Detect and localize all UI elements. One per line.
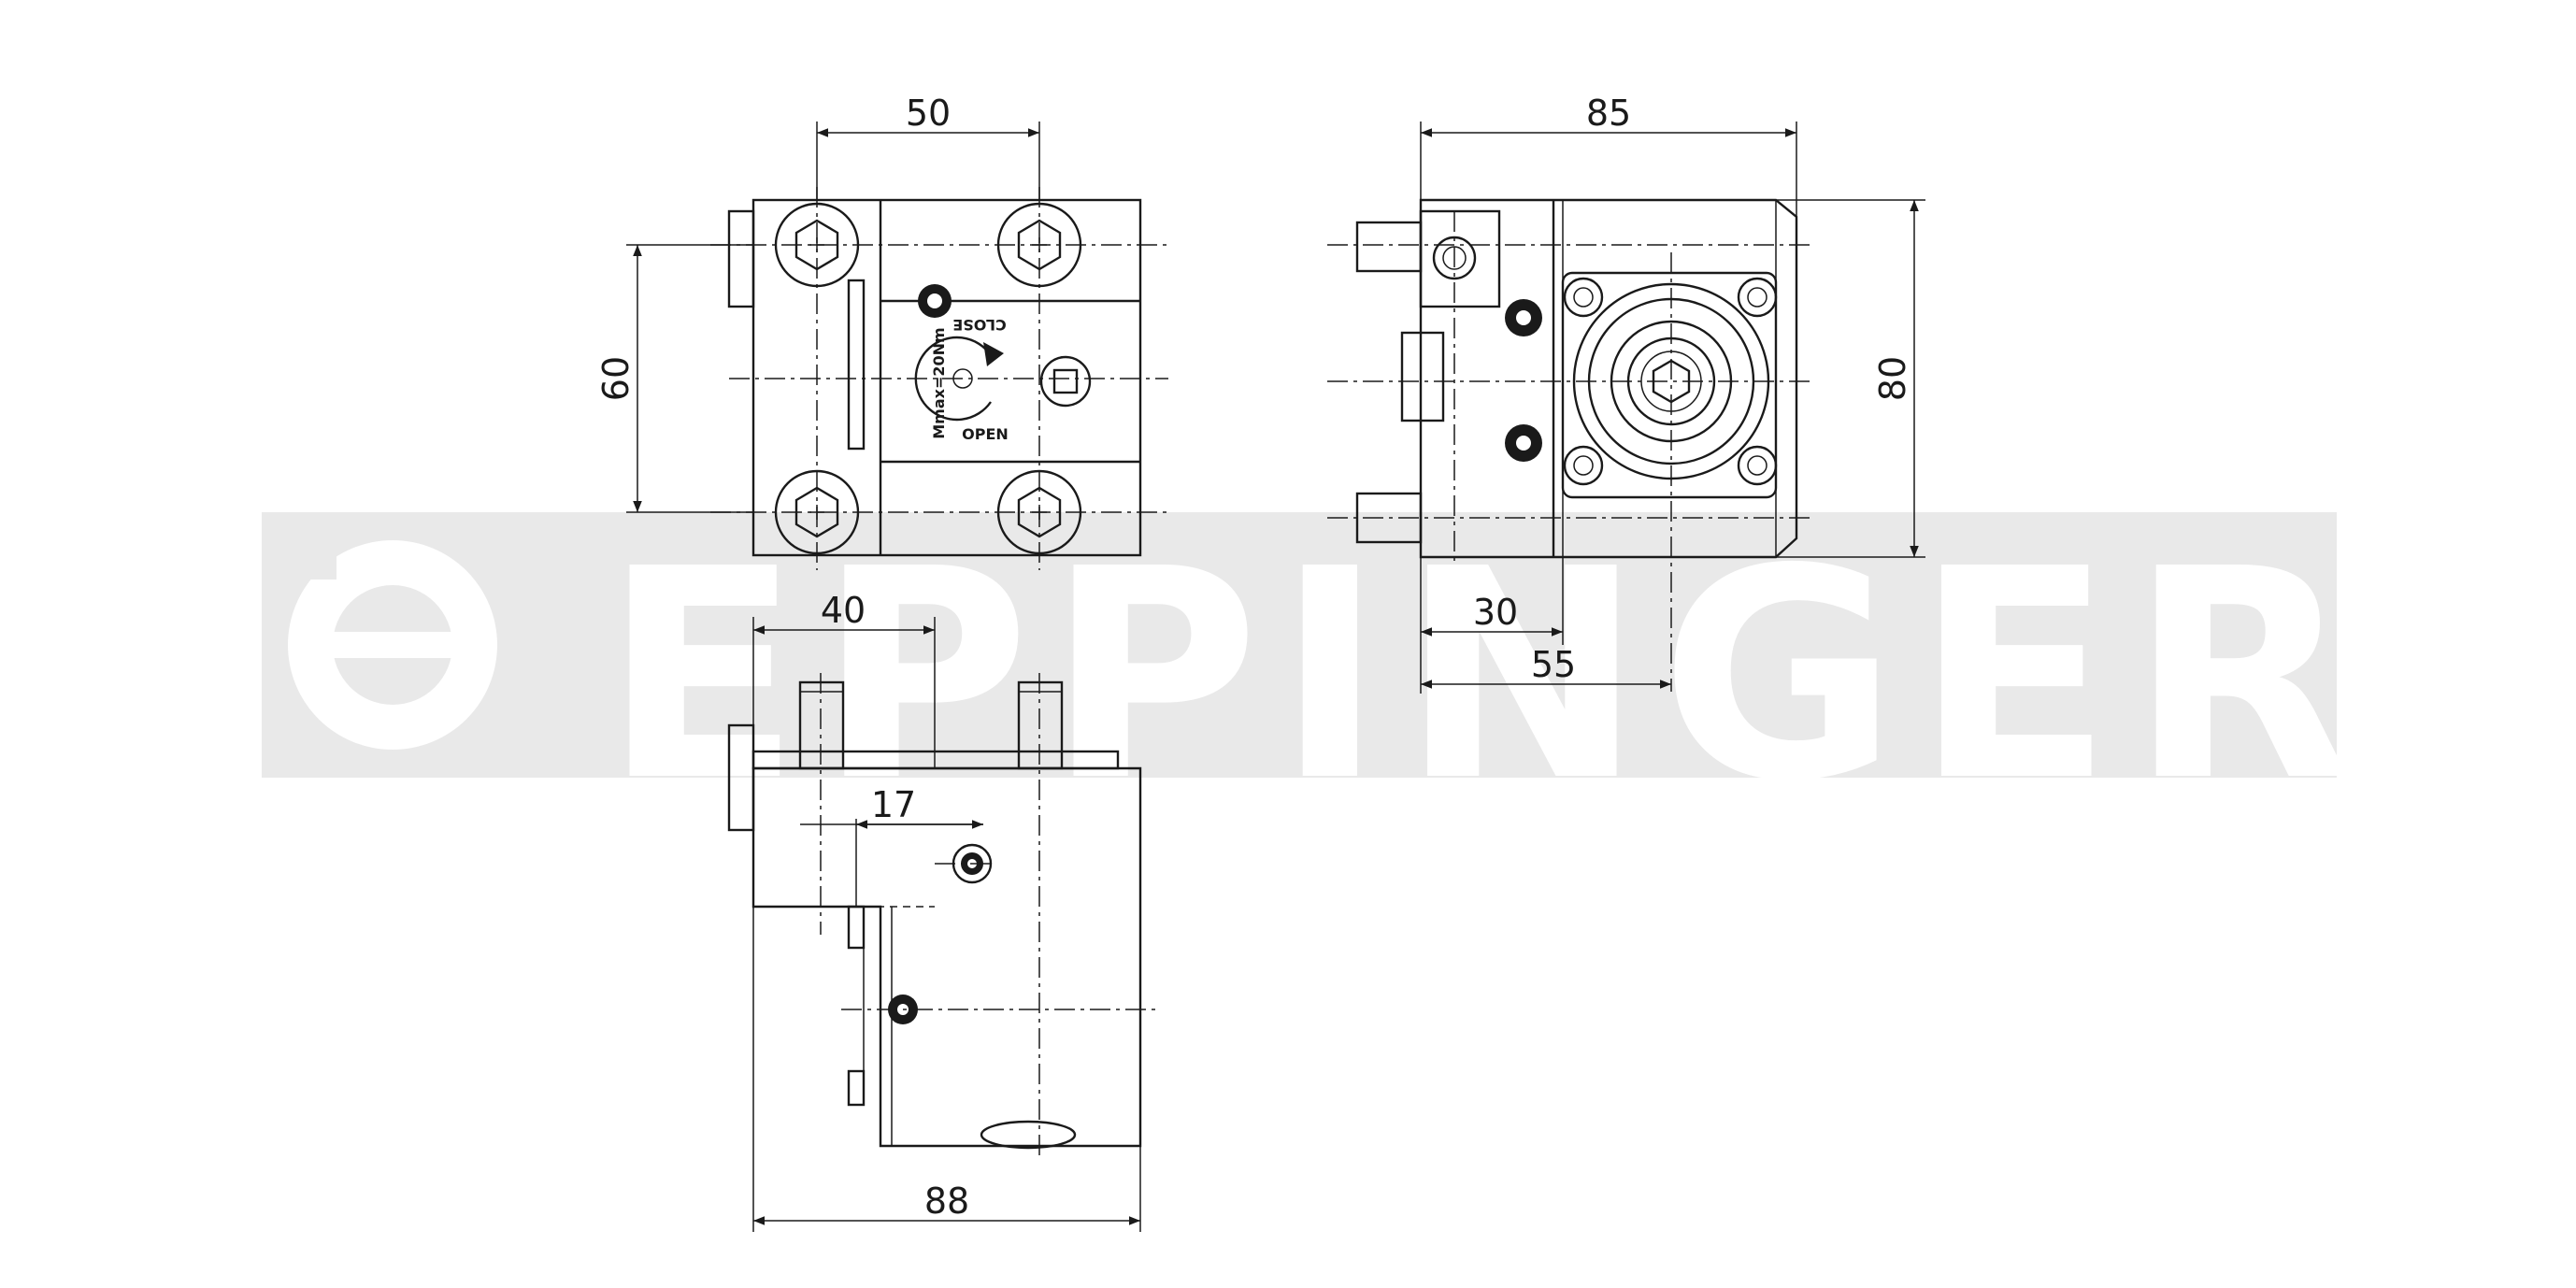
grub-screw-icon: [1505, 299, 1542, 336]
eppinger-watermark: EPPINGER: [262, 508, 2369, 845]
eppinger-logo-icon: [280, 523, 497, 750]
top-view: CLOSE OPEN Mmax=20Nm 50 60: [595, 93, 1168, 570]
dim-88: 88: [924, 1181, 969, 1222]
front-view: 40 17 88: [727, 590, 1159, 1232]
flange-screw-icon: [1563, 277, 1604, 318]
dim-55: 55: [1531, 644, 1576, 685]
side-view: 85 80 30 55: [1327, 93, 1925, 694]
open-label: OPEN: [962, 425, 1009, 443]
flange-screw-icon: [1737, 277, 1778, 318]
flange-screw-icon: [1737, 445, 1778, 486]
dim-80: 80: [1872, 356, 1913, 401]
adjust-screw-icon: [1039, 355, 1092, 408]
watermark-text: EPPINGER: [603, 508, 2369, 845]
dim-60: 60: [595, 356, 637, 401]
torque-label: Mmax=20Nm: [930, 327, 948, 438]
dim-40: 40: [821, 590, 866, 631]
close-label: CLOSE: [952, 316, 1006, 334]
dim-85: 85: [1586, 93, 1631, 134]
dim-17: 17: [871, 784, 916, 825]
flange-screw-icon: [1563, 445, 1604, 486]
grub-screw-icon: [1505, 424, 1542, 462]
dim-30: 30: [1473, 592, 1518, 633]
dim-50: 50: [906, 93, 951, 134]
grub-screw-icon: [918, 284, 952, 318]
